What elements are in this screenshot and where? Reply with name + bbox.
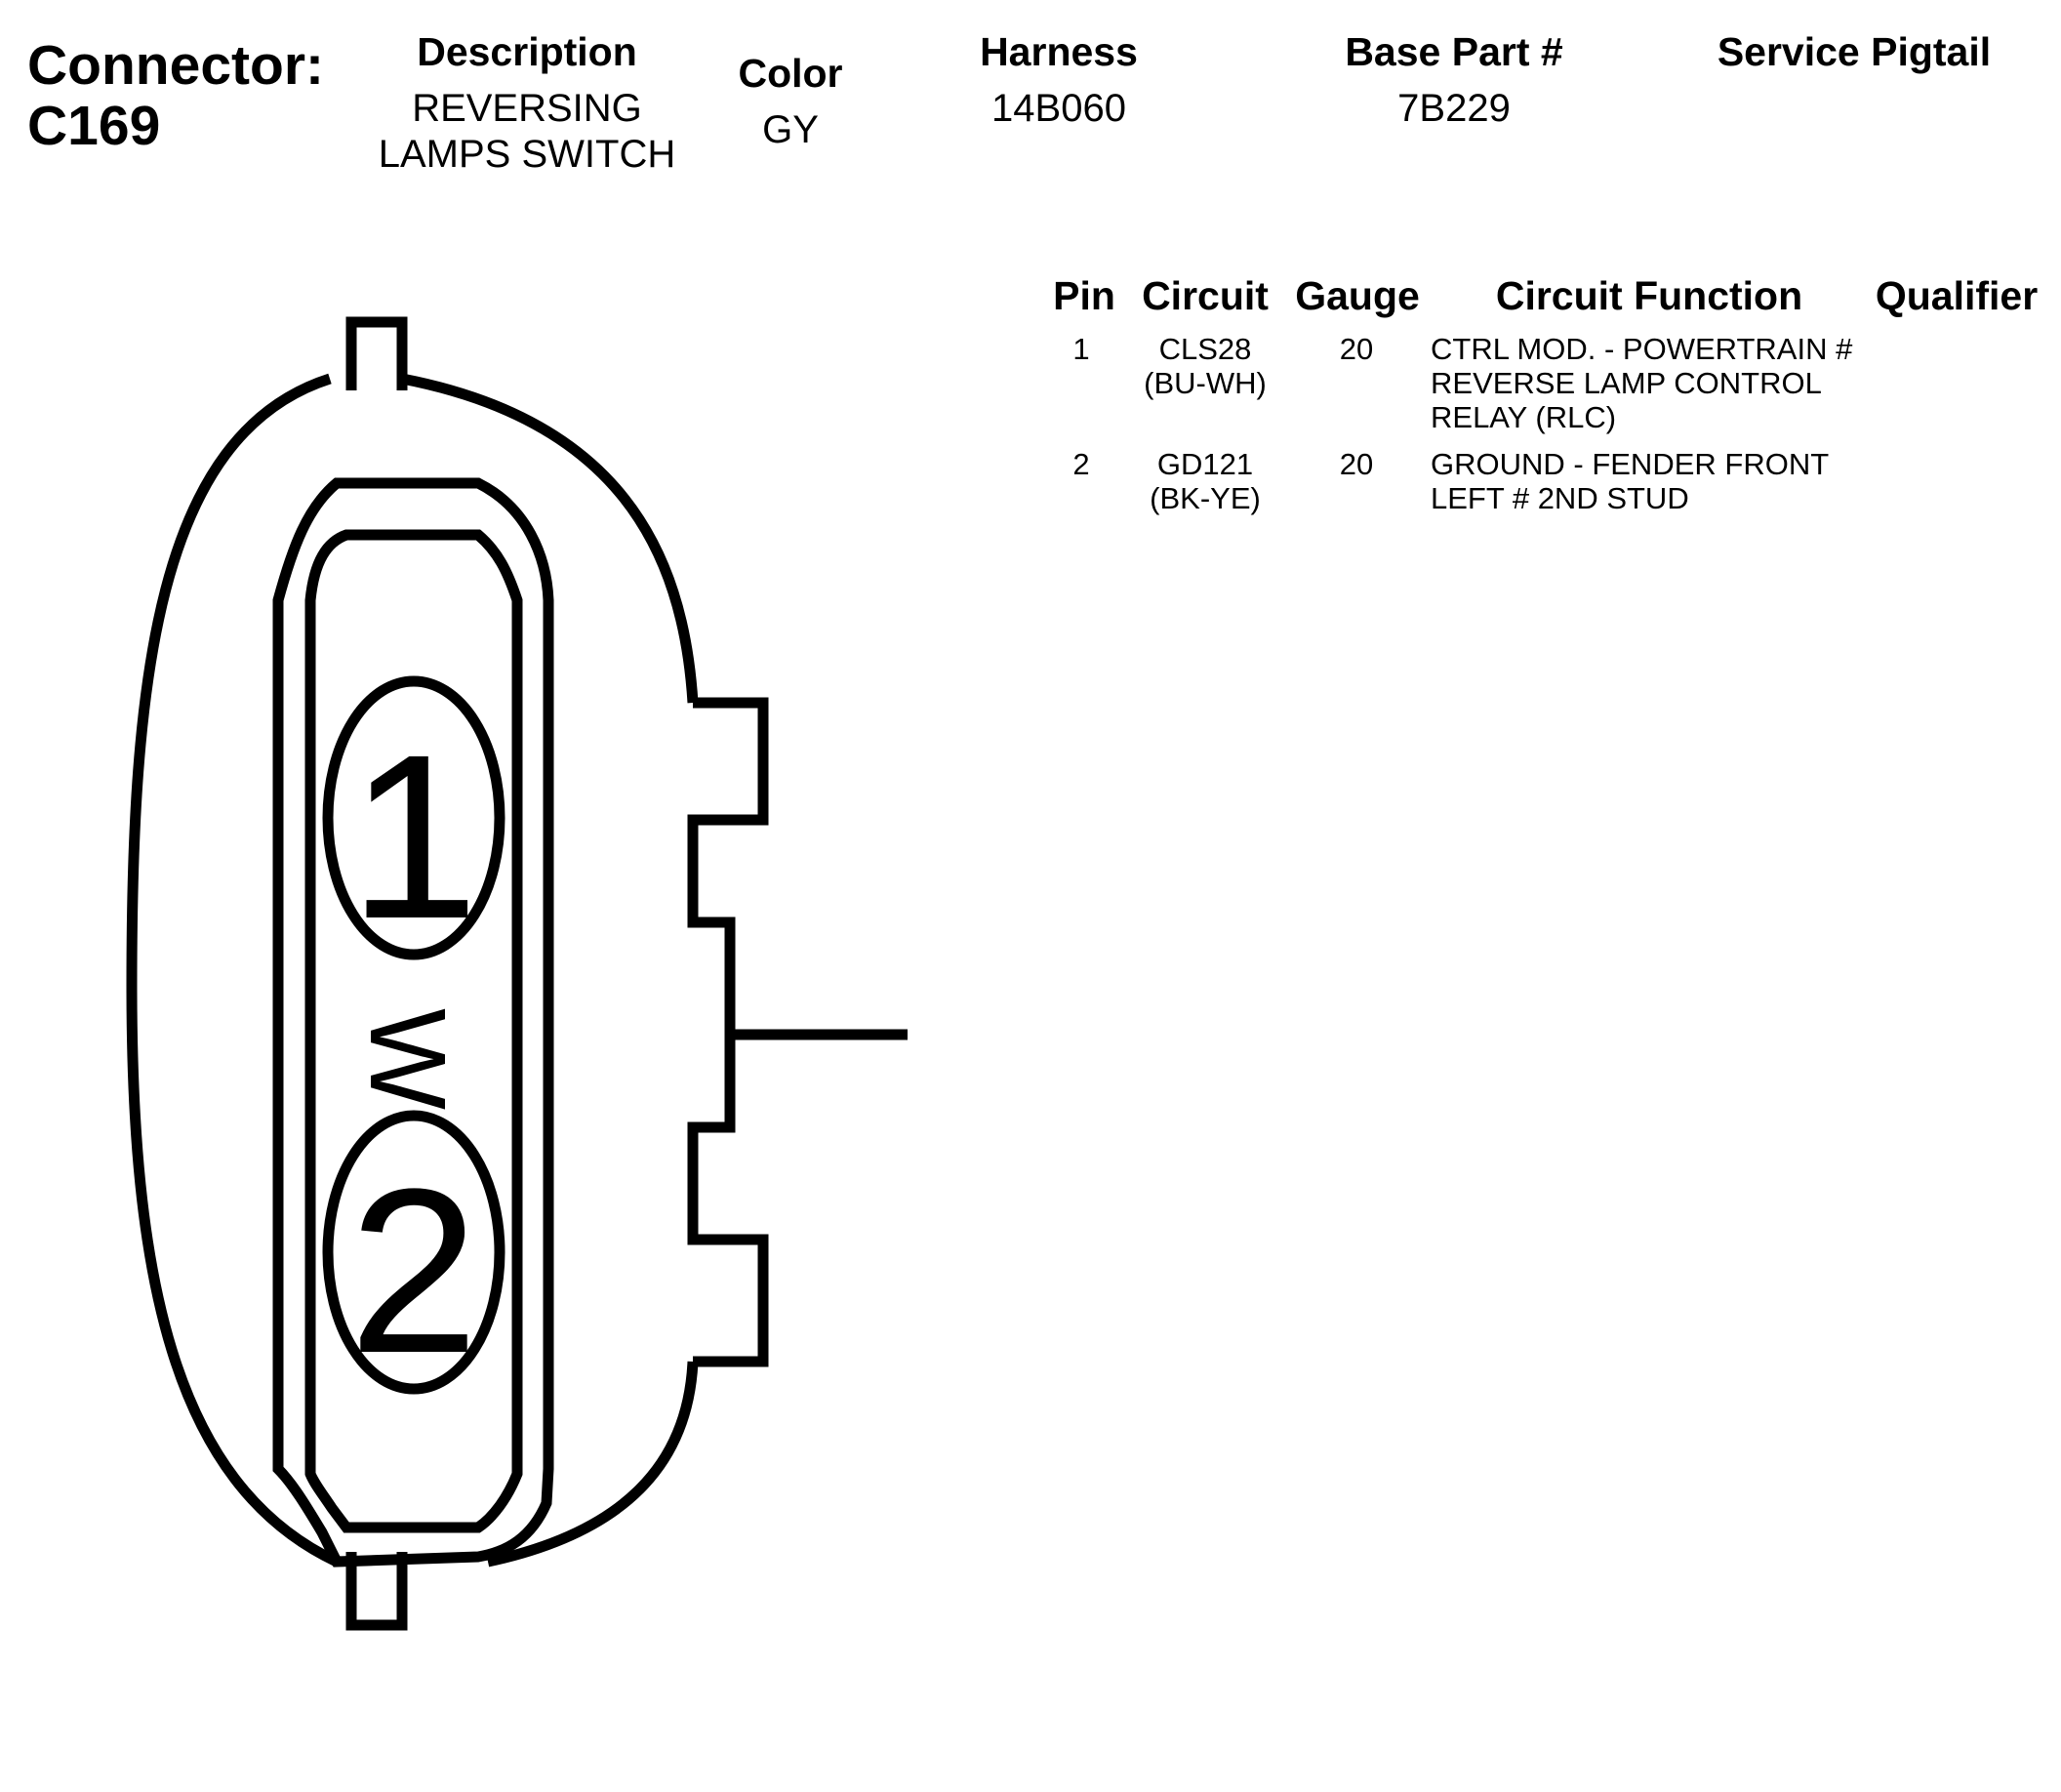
housing-outline-right-bottom [486,1361,699,1568]
table-row-2-circuit-color: (BK-YE) [1150,481,1261,515]
housing-outline-left [126,373,340,1567]
service-pigtail-title: Service Pigtail [1717,29,1992,74]
table-row-1-function-line2: REVERSE LAMP CONTROL [1431,366,1822,400]
pin-2-cavity [322,1110,505,1395]
description-value-line2: LAMPS SWITCH [378,133,676,176]
table-row-2-pin: 2 [1072,447,1090,481]
table-row-2-function-line2: LEFT # 2ND STUD [1431,481,1689,515]
pin-2-label: 2 [348,1140,478,1402]
table-row-1-circuit: CLS28 [1158,332,1252,366]
housing-outline-right-top [400,373,699,704]
inner-shroud-inner [304,529,523,1533]
description-title: Description [417,29,637,74]
wire-side-label: W [347,1008,467,1110]
harness-value: 14B060 [991,87,1126,130]
table-row-1-pin: 1 [1072,332,1090,366]
base-part-value: 7B229 [1397,87,1511,130]
table-row-1-circuit-color: (BU-WH) [1144,366,1267,400]
qualifier-column-header: Qualifier [1875,273,2039,318]
connector-face-diagram: 1 2 W [126,316,908,1631]
right-lock-ribs [687,697,769,1367]
gauge-column-header: Gauge [1295,273,1420,318]
description-value-line1: REVERSING [412,87,642,130]
inner-shroud-outer [272,477,554,1568]
table-row-1-gauge: 20 [1339,332,1374,366]
color-title: Color [738,51,843,96]
top-latch-tab [345,316,408,390]
table-row-1-function-line3: RELAY (RLC) [1431,400,1617,434]
pin-1-label: 1 [348,706,478,967]
color-value: GY [762,108,819,151]
table-row-2-gauge: 20 [1339,447,1374,481]
table-row-2-function-line1: GROUND - FENDER FRONT [1431,447,1830,481]
table-row-1-function-line1: CTRL MOD. - POWERTRAIN # [1431,332,1853,366]
base-part-title: Base Part # [1345,29,1563,74]
table-row-2-circuit: GD121 [1156,447,1254,481]
pin-1-cavity [322,675,505,960]
connector-heading: Connector: [27,34,324,97]
harness-title: Harness [980,29,1138,74]
pin-column-header: Pin [1053,273,1115,318]
circuit-column-header: Circuit [1142,273,1269,318]
circuit-function-column-header: Circuit Function [1495,273,1803,318]
connector-id: C169 [27,95,161,157]
bottom-latch-tab [345,1552,408,1631]
